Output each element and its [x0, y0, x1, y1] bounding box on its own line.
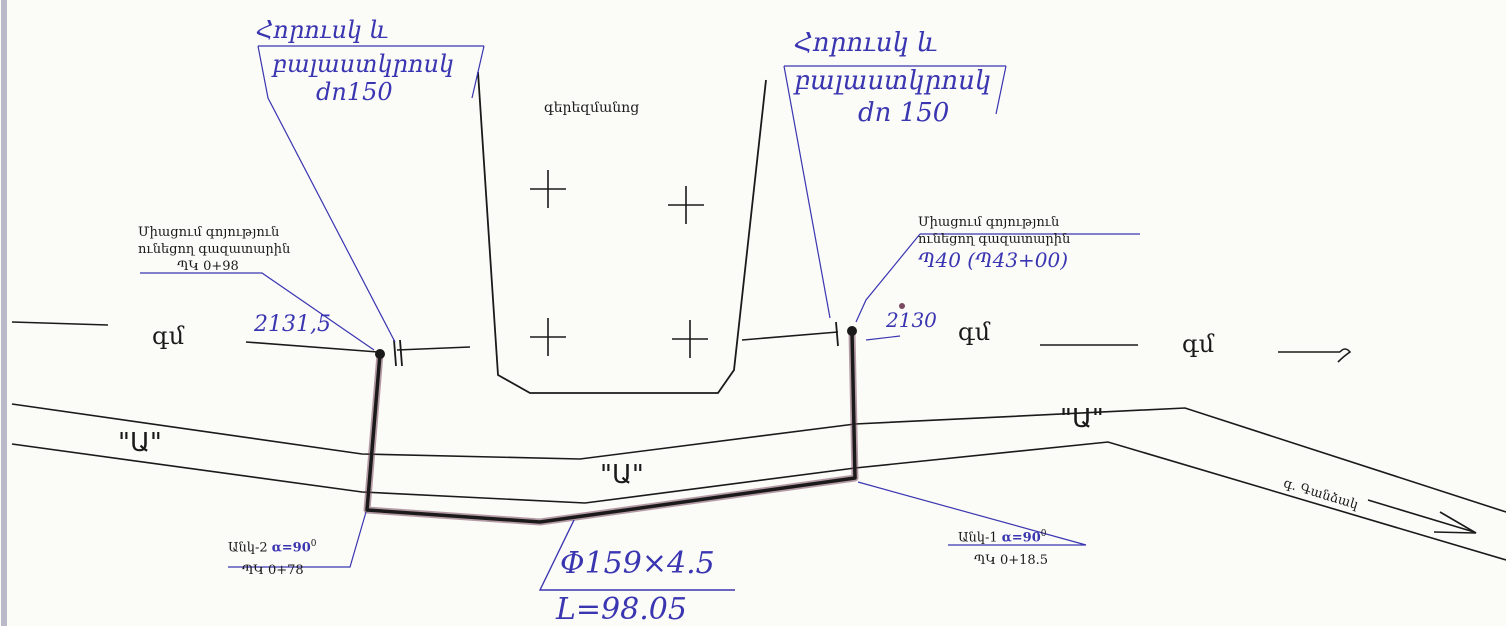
conn-right-line1: Միացում գոյություն — [918, 215, 1060, 230]
conn-left-line1: Միացում գոյություն — [138, 225, 280, 240]
road-boundaries — [11, 403, 1506, 561]
cemetery-label: գերեզմանոց — [544, 100, 640, 116]
pipe-size-frame — [538, 519, 735, 591]
new-pipeline — [363, 328, 859, 526]
cemetery-boundary — [477, 71, 767, 394]
valve-symbols — [393, 321, 839, 367]
gas-line-label-1: գմ — [152, 322, 185, 350]
bend-left-pk: ՊԿ 0+78 — [242, 563, 304, 579]
pipe-length-label: L=98.05 — [556, 592, 687, 626]
bend-left-name: Անկ-2 — [228, 540, 268, 556]
valve-right-label-line1: Հորուսկ և — [794, 28, 938, 58]
road-label-2: "Ա" — [600, 460, 644, 490]
conn-right-label: Միացում գոյություն ունեցող գազատարին Պ40… — [918, 214, 1118, 272]
valve-left-label-line1: Հորուսկ և — [256, 16, 389, 44]
connection-point-right — [847, 326, 857, 336]
conn-left-line3: ՊԿ 0+98 — [177, 259, 239, 274]
elevation-left: 2131,5 — [254, 312, 331, 337]
bend-right-pk: ՊԿ 0+18.5 — [974, 553, 1049, 569]
gas-line-label-2: գմ — [958, 318, 991, 346]
conn-right-line2: ունեցող գազատարին — [918, 232, 1071, 247]
bend-right-angle: α=90 — [1001, 530, 1041, 546]
leader-lines — [140, 45, 1140, 568]
existing-gas-line — [11, 321, 1352, 363]
pipe-size-label: Φ159×4.5 — [560, 546, 715, 581]
valve-right-label-line3: dn 150 — [858, 98, 950, 128]
survey-dot — [899, 303, 905, 309]
road-label-3: "Ա" — [1060, 404, 1104, 434]
road-label-1: "Ա" — [118, 428, 162, 458]
bend-right-degree: 0 — [1040, 529, 1047, 539]
direction-arrow — [1367, 499, 1477, 534]
bend-left-label: Անկ-2 α=900 ՊԿ 0+78 — [228, 536, 317, 579]
bend-left-angle: α=90 — [271, 540, 311, 556]
conn-left-line2: ունեցող գազատարին — [138, 242, 291, 257]
gas-line-label-3: գմ — [1182, 330, 1215, 358]
connection-point-left — [375, 349, 385, 359]
valve-right-label-line2: բալաստկրոսկ — [794, 66, 992, 96]
elevation-right: 2130 — [886, 308, 937, 332]
cemetery-crosses — [530, 170, 708, 358]
conn-left-label: Միացում գոյություն ունեցող գազատարին ՊԿ … — [138, 224, 291, 275]
bend-right-label: Անկ-1 α=900 ՊԿ 0+18.5 — [958, 526, 1048, 569]
valve-left-label-line2: բալաստկրոսկ — [272, 50, 455, 78]
valve-left-label-line3: dn150 — [316, 78, 393, 106]
conn-right-line3: Պ40 (Պ43+00) — [918, 248, 1069, 272]
bend-right-name: Անկ-1 — [958, 530, 998, 546]
bend-left-degree: 0 — [310, 539, 317, 549]
